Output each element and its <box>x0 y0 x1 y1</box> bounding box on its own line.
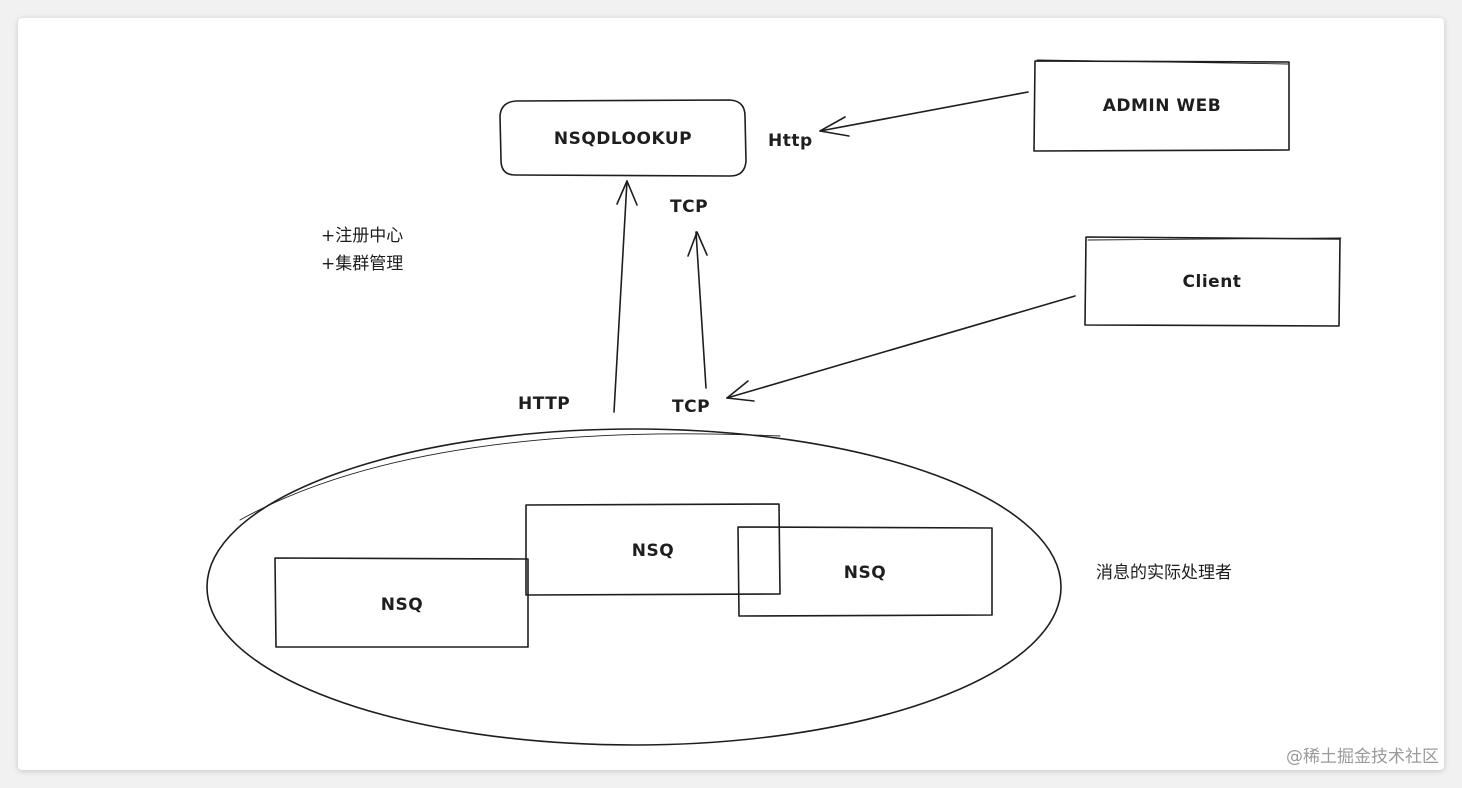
admin-arrow <box>819 91 1029 137</box>
tcp-label-bottom: TCP <box>672 397 710 417</box>
http-label-bottom: HTTP <box>518 394 570 414</box>
client-node: Client <box>1084 236 1342 327</box>
http-arrow-to-lookup <box>613 180 638 413</box>
client-label: Client <box>1183 272 1242 292</box>
watermark: @稀土掘金技术社区 <box>1286 747 1439 767</box>
nsqdlookup-node: NSQDLOOKUP <box>499 99 747 177</box>
nsq-left-label: NSQ <box>381 595 423 615</box>
nsq-node-right: NSQ <box>737 526 993 617</box>
nsq-node-left: NSQ <box>274 557 529 648</box>
nsqdlookup-label: NSQDLOOKUP <box>554 129 692 149</box>
nsq-node-middle: NSQ <box>525 503 781 596</box>
nsq-right-label: NSQ <box>844 563 886 583</box>
note-message-processor: 消息的实际处理者 <box>1096 563 1232 583</box>
note-cluster-management: +集群管理 <box>321 254 403 274</box>
http-label-admin: Http <box>768 131 813 151</box>
nsq-middle-label: NSQ <box>632 541 674 561</box>
note-registry: +注册中心 <box>321 226 403 246</box>
client-arrow <box>726 295 1076 402</box>
tcp-label-top: TCP <box>670 197 708 217</box>
nsq-cluster <box>206 428 1062 746</box>
tcp-arrow-to-lookup <box>687 231 708 389</box>
admin-web-label: ADMIN WEB <box>1103 96 1221 116</box>
admin-web-node: ADMIN WEB <box>1033 59 1290 152</box>
